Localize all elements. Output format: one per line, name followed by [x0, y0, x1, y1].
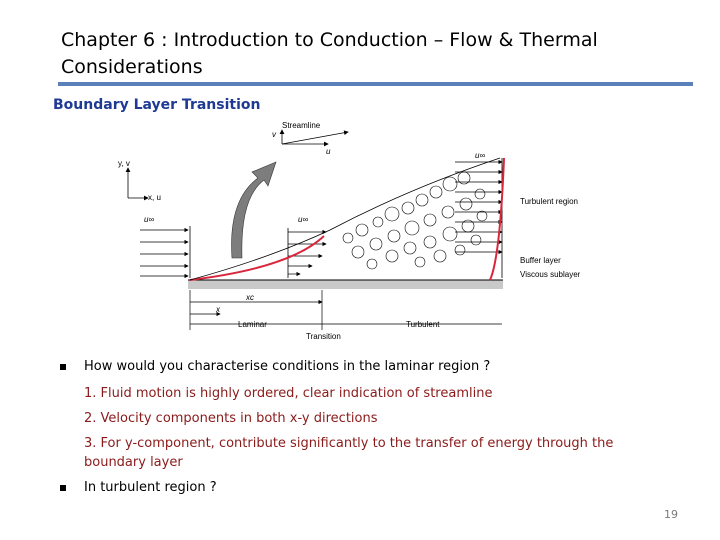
curved-arrow [231, 161, 277, 259]
label-laminar: Laminar [238, 320, 267, 329]
label-yv: y, v [118, 159, 130, 168]
answer-item-3: 3. For y-component, contribute significa… [84, 436, 614, 470]
label-xc: xc [245, 293, 254, 302]
label-transition: Transition [306, 332, 341, 341]
label-uinf-1: u∞ [144, 215, 154, 224]
plate [188, 280, 503, 289]
label-turbulent-region: Turbulent region [520, 197, 578, 206]
label-x: x [215, 305, 221, 314]
section-subtitle: Boundary Layer Transition [53, 97, 261, 113]
label-uinf-2: u∞ [298, 215, 308, 224]
bullet-text: How would you characterise conditions in… [84, 359, 491, 374]
label-turbulent: Turbulent [406, 320, 440, 329]
label-u: u [326, 147, 331, 156]
answer-item-1: 1. Fluid motion is highly ordered, clear… [84, 386, 493, 401]
answer-item-2: 2. Velocity components in both x-y direc… [84, 411, 378, 426]
label-xu: x, u [148, 193, 161, 202]
label-buffer-layer: Buffer layer [520, 256, 561, 265]
slide-title: Chapter 6 : Introduction to Conduction –… [61, 29, 598, 78]
label-viscous-sublayer: Viscous sublayer [520, 270, 580, 279]
bullet-text: In turbulent region ? [84, 480, 217, 495]
bullet-marker [60, 485, 66, 491]
page-number: 19 [664, 508, 678, 521]
bullet-marker [60, 364, 66, 370]
boundary-layer-diagram: y, v x, u Streamline v u u∞ u∞ [118, 121, 580, 341]
label-v: v [272, 130, 277, 139]
title-divider [58, 82, 693, 86]
label-uinf-3: u∞ [475, 151, 485, 160]
label-streamline: Streamline [282, 121, 321, 130]
